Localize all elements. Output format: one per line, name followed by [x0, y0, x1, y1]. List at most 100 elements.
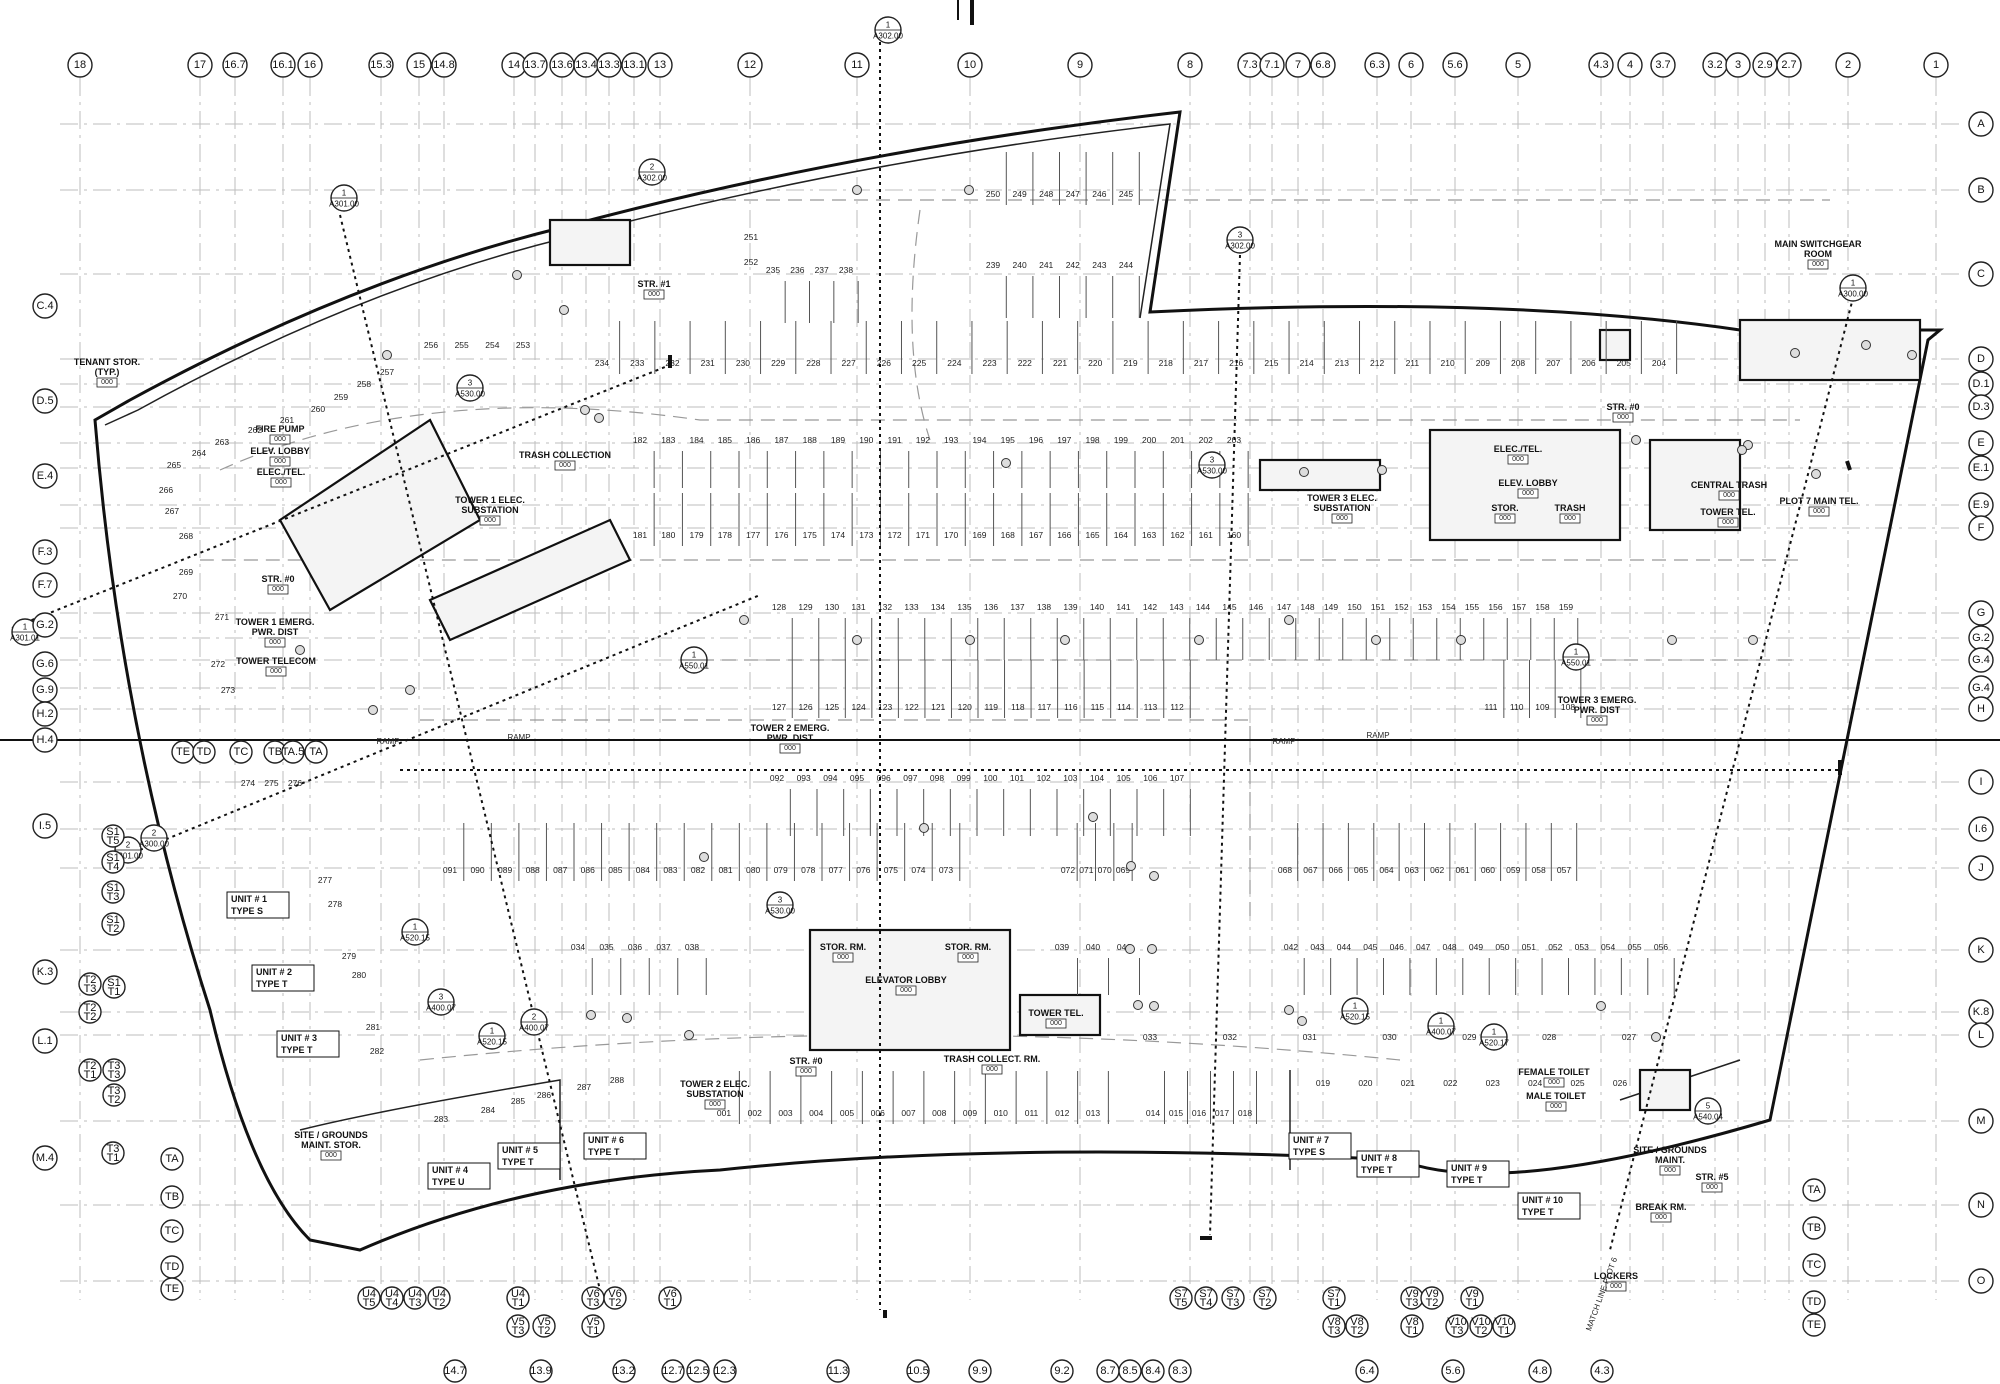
stall-number: 104: [1090, 773, 1104, 783]
stall-number: 055: [1627, 942, 1641, 952]
stall-number: 062: [1430, 865, 1444, 875]
grid-bubble-circle: [1168, 1359, 1192, 1383]
stacked-tag-top: V5: [586, 1316, 599, 1328]
grid-bubble-label: 15.3: [370, 59, 391, 71]
room-name: FEMALE TOILET: [1518, 1067, 1590, 1077]
grid-bubble-circle: [1398, 52, 1424, 78]
grid-bubble-circle: [368, 52, 394, 78]
structural-column: [1748, 635, 1758, 645]
stall-number: 059: [1506, 865, 1520, 875]
stall-number: 074: [911, 865, 925, 875]
section-marker-sheet: A302.00: [637, 174, 667, 183]
grid-bubble-row: E.1: [1968, 455, 1994, 481]
grid-bubble-circle: [1968, 696, 1994, 722]
ramp-label: RAMP: [376, 737, 399, 746]
stall-number: 110: [1510, 702, 1524, 712]
grid-bubble-label: L.1: [37, 1035, 52, 1047]
stall-number: 287: [577, 1082, 591, 1092]
structural-column: [1284, 1005, 1294, 1015]
stacked-tag-top: V8: [1350, 1316, 1363, 1328]
room-number-tag: [1507, 454, 1529, 465]
section-marker-number: 1: [886, 21, 891, 30]
stall-number: 126: [798, 702, 812, 712]
stall-number: 028: [1542, 1032, 1556, 1042]
stall-number: 201: [1170, 435, 1184, 445]
stall-number: 178: [718, 530, 732, 540]
stall-number: 166: [1057, 530, 1071, 540]
stall-number: 176: [774, 530, 788, 540]
grid-bubble-circle: [281, 740, 305, 764]
structural-column: [1149, 871, 1159, 881]
grid-bubble-label: 6.8: [1315, 59, 1330, 71]
tower-row-bubble: TA.5: [281, 740, 305, 764]
section-marker-number: 1: [1574, 648, 1579, 657]
section-markers: 1A302.001A301.002A302.003A302.001A300.00…: [10, 16, 1868, 1125]
room-number: 000: [1336, 515, 1348, 522]
stall-number: 044: [1337, 942, 1351, 952]
stall-number: 031: [1303, 1032, 1317, 1042]
room-name: STOR.: [1491, 503, 1518, 513]
stall-number: 004: [809, 1108, 823, 1118]
stall-number: 200: [1142, 435, 1156, 445]
grid-bubble-column: 14: [501, 52, 527, 78]
grid-bubble-label: TC: [165, 1225, 180, 1237]
stall-number: 077: [829, 865, 843, 875]
grid-bubble-circle: [1802, 1290, 1826, 1314]
stacked-tag-bottom: T2: [609, 1297, 622, 1309]
room-number-tag: [1559, 513, 1581, 524]
stall-number: 190: [859, 435, 873, 445]
grid-bubble-circle: [957, 52, 983, 78]
grid-bubble-circle: [32, 651, 58, 677]
room-number-tag: [1659, 1165, 1681, 1176]
stall-number: 079: [774, 865, 788, 875]
grid-bubble-label: 8.7: [1100, 1365, 1115, 1377]
grid-bubble-column: 3: [1725, 52, 1751, 78]
tower-row-bubble: TE: [160, 1277, 184, 1301]
room-name: FIRE PUMP: [255, 424, 304, 434]
grid-bubble-label: TA: [309, 746, 323, 758]
grid-bubble-circle: [160, 1147, 184, 1171]
room-number: 000: [1655, 1214, 1667, 1221]
room-number-tag: [1718, 490, 1740, 501]
grid-bubble-label: M.4: [36, 1152, 54, 1164]
stall-number: 144: [1196, 602, 1210, 612]
room-number-tag: [1045, 1018, 1067, 1029]
stall-number: 179: [689, 530, 703, 540]
stall-number: 163: [1142, 530, 1156, 540]
room-number: 000: [1610, 1283, 1622, 1290]
stall-number: 239: [986, 260, 1000, 270]
unit-tag-box: [583, 1132, 647, 1160]
room-name: ELEV. LOBBY: [250, 446, 309, 456]
room-name: STR. #5: [1695, 1172, 1728, 1182]
unit-tag-box: [1356, 1150, 1420, 1178]
room-number-tag: [1545, 1101, 1567, 1112]
room-name-line-1: TENANT STOR.: [74, 357, 140, 367]
room-label: TOWER TEL.000: [1028, 1008, 1084, 1029]
stall-number: 234: [595, 358, 609, 368]
room-number: 000: [1512, 456, 1524, 463]
grid-bubble-label: G.4: [1972, 654, 1990, 666]
grid-bubble-circle: [1968, 111, 1994, 137]
stall-number: 253: [516, 340, 530, 350]
structural-column: [1147, 944, 1157, 954]
section-marker-number: 3: [1210, 456, 1215, 465]
grid-bubble-column: 16.7: [222, 52, 248, 78]
stall-number: 228: [806, 358, 820, 368]
grid-bubble-label: E.9: [1973, 499, 1990, 511]
structural-column: [1297, 1016, 1307, 1026]
stacked-tag-circle: [380, 1286, 404, 1310]
grid-bubble-bottom: 9.9: [968, 1359, 992, 1383]
stall-number: 057: [1557, 865, 1571, 875]
stacked-tag-top: U4: [362, 1288, 376, 1300]
tower-row-bubble: TB: [263, 740, 287, 764]
grid-bubble-row: E: [1968, 430, 1994, 456]
stall-number: 214: [1300, 358, 1314, 368]
